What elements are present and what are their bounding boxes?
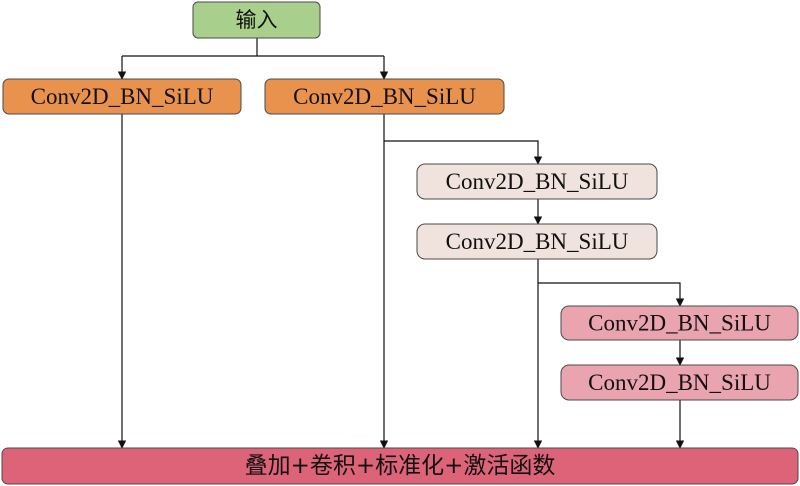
branch4-conv1-label: Conv2D_BN_SiLU <box>588 311 771 336</box>
branch4-conv2-label: Conv2D_BN_SiLU <box>588 370 771 395</box>
branch4-conv1-node: Conv2D_BN_SiLU <box>560 305 799 341</box>
branch4-conv2-node: Conv2D_BN_SiLU <box>560 364 799 401</box>
branch3-conv2-box <box>416 223 658 260</box>
output-label: 叠加+卷积+标准化+激活函数 <box>245 453 556 479</box>
branch2-conv-box <box>264 78 505 115</box>
output-box <box>1 447 799 485</box>
branch3-conv2-node: Conv2D_BN_SiLU <box>416 223 658 260</box>
branch3-conv1-node: Conv2D_BN_SiLU <box>416 163 658 200</box>
branch1-conv-box <box>2 78 242 115</box>
edges <box>117 38 685 449</box>
branch4-conv1-box <box>560 305 799 341</box>
branch2-conv-node: Conv2D_BN_SiLU <box>264 78 505 115</box>
input-box <box>192 1 321 39</box>
edge-input-split <box>122 38 384 57</box>
branch2-conv-label: Conv2D_BN_SiLU <box>293 84 476 109</box>
branch3-conv1-box <box>416 163 658 200</box>
input-node: 输入 <box>192 1 321 39</box>
branch3-conv1-label: Conv2D_BN_SiLU <box>446 169 629 194</box>
branch4-conv2-box <box>560 364 799 401</box>
branch1-conv-node: Conv2D_BN_SiLU <box>2 78 242 115</box>
edge-branch3-to-branch4 <box>538 282 685 307</box>
output-node: 叠加+卷积+标准化+激活函数 <box>1 447 799 485</box>
edge-branch2-to-branch3 <box>384 140 543 165</box>
branch1-conv-label: Conv2D_BN_SiLU <box>31 84 214 109</box>
branch3-conv2-label: Conv2D_BN_SiLU <box>446 229 629 254</box>
input-label: 输入 <box>236 8 278 32</box>
